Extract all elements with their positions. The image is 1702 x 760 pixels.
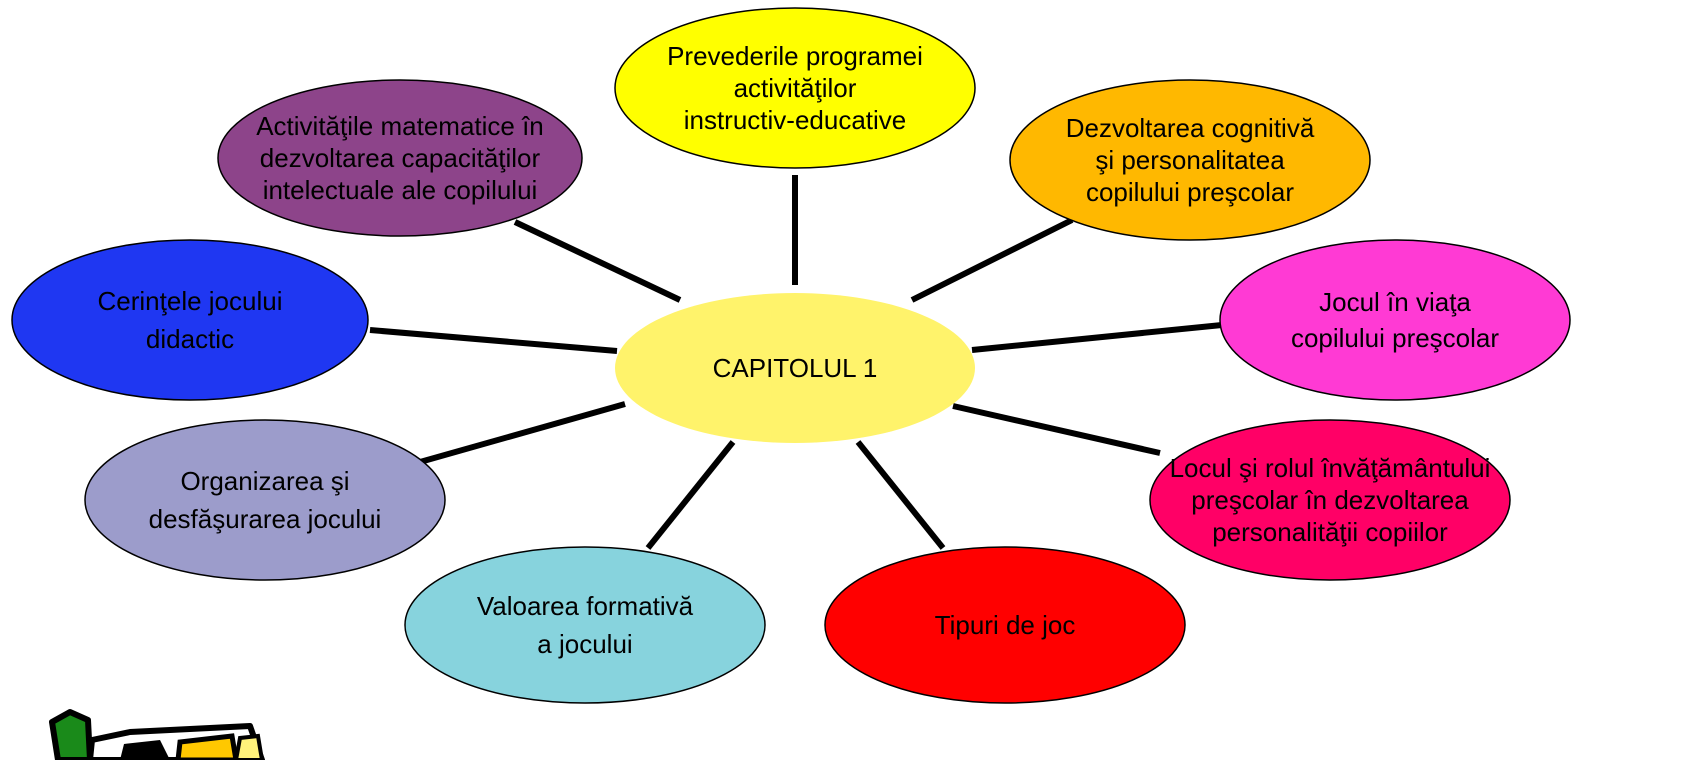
- node-label-line: Activităţile matematice în: [256, 111, 544, 141]
- connector-organizarea: [419, 401, 626, 465]
- node-ellipse: [84, 419, 446, 581]
- node-organizarea: Organizarea şi desfăşurarea jocului: [84, 419, 446, 581]
- node-tipuri-de-joc: Tipuri de joc: [824, 546, 1186, 704]
- node-label-line: Cerinţele jocului: [98, 286, 283, 316]
- node-ellipse: [217, 79, 583, 237]
- node-label-line: Jocul în viaţa: [1319, 287, 1471, 317]
- node-cerintele: Cerinţele jocului didactic: [11, 239, 369, 401]
- node-label-line: a jocului: [537, 629, 632, 659]
- node-ellipse: [404, 546, 766, 704]
- node-ellipse: [1149, 419, 1511, 581]
- node-label-line: desfăşurarea jocului: [149, 504, 382, 534]
- center-ellipse: [615, 293, 975, 443]
- node-ellipse: [1219, 239, 1571, 401]
- node-label: Cerinţele jocului didactic: [98, 286, 283, 354]
- node-valoarea-formativa: Valoarea formativă a jocului: [404, 546, 766, 704]
- node-label-line: şi personalitatea: [1095, 145, 1285, 175]
- connector-tipuri-de-joc: [855, 440, 946, 550]
- connector-valoarea-formativa: [645, 440, 736, 550]
- node-label-line: activităţilor: [734, 73, 857, 103]
- node-label: Jocul în viaţa copilului preşcolar: [1291, 287, 1499, 353]
- connector-jocul-in-viata: [971, 322, 1223, 353]
- node-label: Tipuri de joc: [935, 610, 1076, 640]
- node-ellipse: [824, 546, 1186, 704]
- node-ellipse: [1009, 79, 1371, 241]
- connector-locul-si-rolul: [952, 403, 1161, 456]
- node-label-line: copilului preşcolar: [1086, 177, 1294, 207]
- connector-dezvoltarea-cognitiva: [910, 217, 1074, 303]
- node-label-line: Locul şi rolul învăţământului: [1170, 453, 1491, 483]
- connector-cerintele: [369, 327, 618, 354]
- node-label-line: preşcolar în dezvoltarea: [1191, 485, 1469, 515]
- node-ellipse: [11, 239, 369, 401]
- node-jocul-in-viata: Jocul în viaţa copilului preşcolar: [1219, 239, 1571, 401]
- center-label: CAPITOLUL 1: [713, 353, 878, 383]
- node-label-line: Organizarea şi: [180, 466, 349, 496]
- node-label-line: Prevederile programei: [667, 41, 923, 71]
- center-label-line: CAPITOLUL 1: [713, 353, 878, 383]
- node-label-line: copilului preşcolar: [1291, 323, 1499, 353]
- node-label-line: personalităţii copiilor: [1212, 517, 1448, 547]
- node-label-line: Dezvoltarea cognitivă: [1066, 113, 1315, 143]
- node-label-line: Tipuri de joc: [935, 610, 1076, 640]
- center-node: CAPITOLUL 1: [615, 293, 975, 443]
- node-label: Valoarea formativă a jocului: [477, 591, 694, 659]
- node-ellipse: [614, 7, 976, 169]
- node-label-line: intelectuale ale copilului: [263, 175, 538, 205]
- node-label-line: dezvoltarea capacităţilor: [260, 143, 541, 173]
- pencil-clipart-icon: [49, 709, 265, 760]
- node-label: Organizarea şi desfăşurarea jocului: [149, 466, 382, 534]
- node-label-line: instructiv-educative: [684, 105, 907, 135]
- connector-activitatile-matematice: [513, 219, 682, 303]
- node-label-line: Valoarea formativă: [477, 591, 694, 621]
- node-label-line: didactic: [146, 324, 234, 354]
- connector-lines: [369, 175, 1223, 550]
